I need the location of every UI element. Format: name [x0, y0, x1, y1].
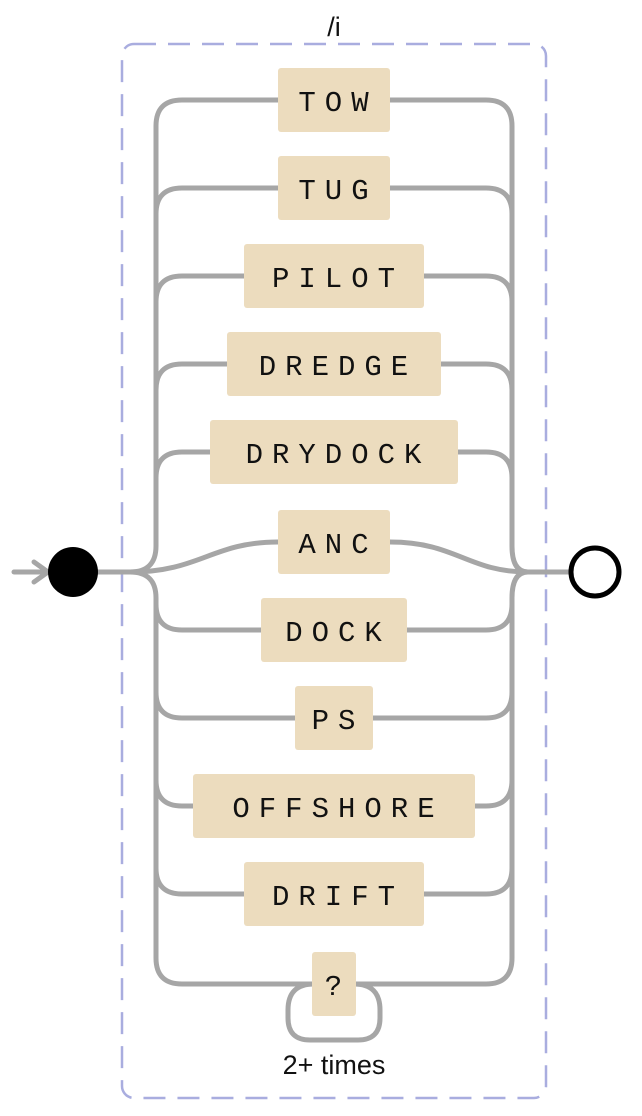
repeat-count-label: 2+ times [283, 1050, 386, 1080]
literal-label: DRYDOCK [246, 439, 431, 472]
literal-label: PS [312, 705, 365, 738]
literal-box [193, 774, 475, 838]
literal-offshore: OFFSHORE [193, 774, 475, 838]
literal-anc: ANC [278, 510, 390, 574]
literal-dredge: DREDGE [227, 332, 441, 396]
group-flag-label: /i [327, 12, 341, 42]
literal-box [244, 862, 424, 926]
literal-drydock: DRYDOCK [210, 420, 458, 484]
literal-dock: DOCK [261, 598, 407, 662]
literal-drift: DRIFT [244, 862, 424, 926]
end-node [568, 545, 622, 599]
literal-box [278, 156, 390, 220]
literal-pilot: PILOT [244, 244, 424, 308]
literal-label: DOCK [285, 617, 391, 650]
literal-label: DREDGE [259, 351, 417, 384]
literal-label: ANC [298, 529, 377, 562]
literal-label: ? [325, 971, 351, 1004]
start-node [48, 547, 98, 597]
literal-label: PILOT [272, 263, 404, 296]
literal-box [210, 420, 458, 484]
repeat-loop [285, 981, 383, 1043]
literal-box [227, 332, 441, 396]
literal-box [278, 510, 390, 574]
literal-label: TUG [298, 175, 377, 208]
literal-label: TOW [298, 87, 377, 120]
literal-box [312, 952, 356, 1016]
literal-box [295, 686, 373, 750]
literal-box [244, 244, 424, 308]
literal-ps: PS [295, 686, 373, 750]
literal-label: OFFSHORE [232, 793, 443, 826]
literal-tug: TUG [278, 156, 390, 220]
literal-tow: TOW [278, 68, 390, 132]
literal-label: DRIFT [272, 881, 404, 914]
literal-box [261, 598, 407, 662]
literal-box [278, 68, 390, 132]
literal-question-mark: ? [312, 952, 356, 1016]
